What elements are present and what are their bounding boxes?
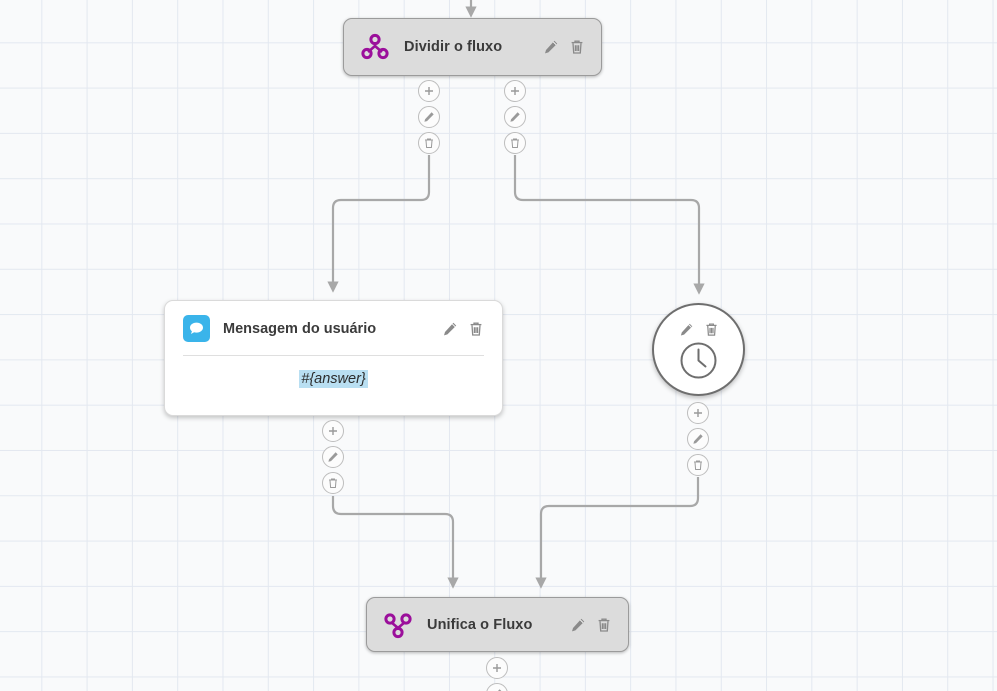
node-unifica-o-fluxo[interactable]: Unifica o Fluxo [366,597,629,652]
delete-icon[interactable] [595,616,612,633]
edit-icon[interactable] [441,320,458,337]
edit-node-button[interactable] [504,106,526,128]
node-dividir-o-fluxo[interactable]: Dividir o fluxo [343,18,602,76]
node-tools-delay [678,321,720,338]
edge-split-left-to-message [327,155,431,293]
edit-icon[interactable] [542,39,559,56]
edge-message-to-merge [331,496,459,589]
delete-icon[interactable] [568,39,585,56]
edit-node-button[interactable] [486,683,508,691]
message-node-body: #{answer} [165,356,502,404]
edge-split-right-to-delay [513,155,705,295]
node-tools-merge [569,616,612,633]
edit-icon[interactable] [569,616,586,633]
add-node-button[interactable] [418,80,440,102]
chat-bubble-icon [183,315,210,342]
delete-icon[interactable] [467,320,484,337]
message-variable-token[interactable]: #{answer} [299,370,368,388]
edit-icon[interactable] [678,321,695,338]
action-stack-merge[interactable] [486,657,508,691]
node-title-merge: Unifica o Fluxo [427,616,533,633]
message-divider [183,355,484,356]
clock-icon [679,341,718,385]
message-node-header: Mensagem do usuário [165,301,502,342]
add-node-button[interactable] [687,402,709,424]
node-tools-message [441,320,484,337]
node-title-message: Mensagem do usuário [223,320,377,337]
delete-node-button[interactable] [322,472,344,494]
edit-node-button[interactable] [418,106,440,128]
node-title-split: Dividir o fluxo [404,39,503,55]
delete-node-button[interactable] [687,454,709,476]
delete-node-button[interactable] [418,132,440,154]
delete-node-button[interactable] [504,132,526,154]
edit-node-button[interactable] [322,446,344,468]
add-node-button[interactable] [322,420,344,442]
action-stack-delay[interactable] [687,402,709,476]
edge-delay-to-merge [535,477,700,589]
add-node-button[interactable] [486,657,508,679]
flow-merge-icon [383,610,413,640]
edit-node-button[interactable] [687,428,709,450]
action-stack-message[interactable] [322,420,344,494]
node-mensagem-do-usuario[interactable]: Mensagem do usuário [164,300,503,416]
add-node-button[interactable] [504,80,526,102]
flow-split-icon [360,32,390,62]
node-tools-split [542,39,585,56]
node-delay[interactable] [652,303,745,396]
delete-icon[interactable] [703,321,720,338]
action-stack-split-left[interactable] [418,80,440,154]
action-stack-split-right[interactable] [504,80,526,154]
